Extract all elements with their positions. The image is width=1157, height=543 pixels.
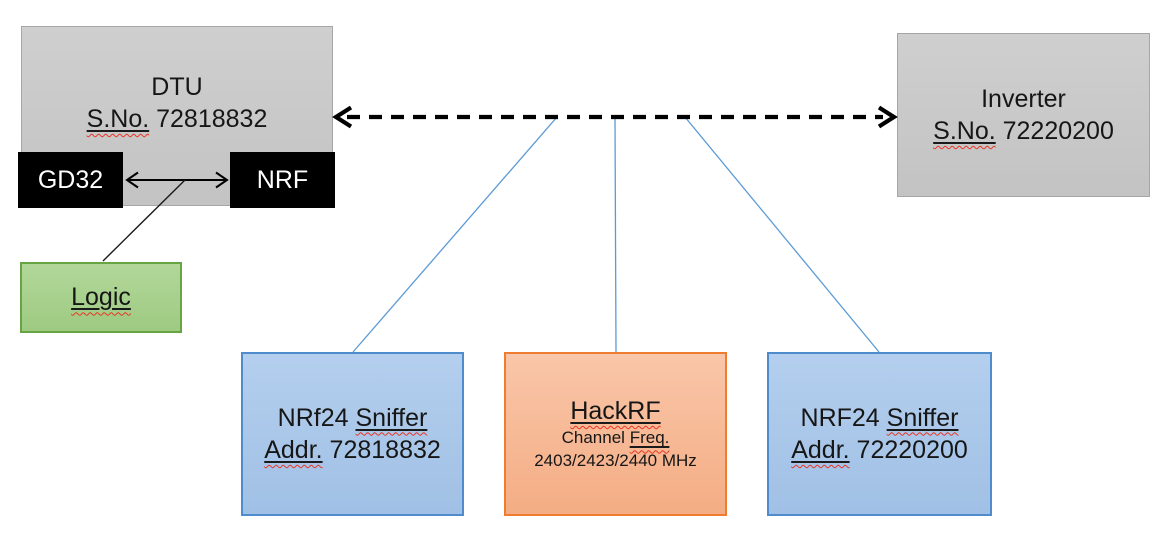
inverter-serial-label: S.No. xyxy=(933,117,996,145)
sniffer-left-box: NRf24 Sniffer Addr. 72818832 xyxy=(241,352,464,516)
hackrf-channel-line: Channel Freq. xyxy=(562,427,670,450)
sniffer-right-box: NRF24 Sniffer Addr. 72220200 xyxy=(767,352,992,516)
sniffer-left-addr-value: 72818832 xyxy=(329,436,441,464)
sniffer-left-name-prefix: NRf24 xyxy=(277,403,349,432)
nrf-chip: NRF xyxy=(230,152,335,208)
hackrf-freq-marked: Freq. xyxy=(629,428,670,448)
dashed-link-arrowhead-right xyxy=(877,105,898,129)
sniffer-right-addr-value: 72220200 xyxy=(856,436,968,464)
sniffer-left-addr-line: Addr. 72818832 xyxy=(264,434,441,467)
sniffer-right-name-prefix: NRF24 xyxy=(800,403,880,432)
tap-line-sniffer-right xyxy=(684,116,880,353)
inverter-title: Inverter xyxy=(981,84,1066,113)
tap-line-sniffer-left xyxy=(352,116,558,353)
sniffer-right-name-line: NRF24 Sniffer xyxy=(801,402,959,435)
sniffer-left-addr-label: Addr. xyxy=(264,436,323,464)
gd32-chip: GD32 xyxy=(18,152,123,208)
dtu-title: DTU xyxy=(151,72,203,101)
sniffer-right-addr-label: Addr. xyxy=(791,436,850,464)
hackrf-title: HackRF xyxy=(570,396,661,425)
gd32-label: GD32 xyxy=(37,165,104,194)
sniffer-left-name-marked: Sniffer xyxy=(355,403,428,432)
logic-label: Logic xyxy=(71,283,131,312)
hackrf-frequencies: 2403/2423/2440 MHz xyxy=(534,451,697,471)
tap-line-hackrf xyxy=(614,116,617,353)
sniffer-left-name-line: NRf24 Sniffer xyxy=(278,402,428,435)
hackrf-box: HackRF Channel Freq. 2403/2423/2440 MHz xyxy=(504,352,727,516)
sniffer-right-addr-line: Addr. 72220200 xyxy=(791,434,968,467)
inverter-box: Inverter S.No. 72220200 xyxy=(897,33,1150,197)
dtu-serial-value: 72818832 xyxy=(156,105,268,133)
hackrf-title-line: HackRF xyxy=(570,395,660,428)
dtu-serial-label: S.No. xyxy=(86,105,150,133)
logic-analyzer-box: Logic xyxy=(20,262,182,333)
dtu-serial-line: S.No. 72818832 xyxy=(87,103,268,136)
inverter-serial-line: S.No. 72220200 xyxy=(933,115,1114,148)
dashed-link-arrowhead-left xyxy=(332,105,353,129)
logic-label-line: Logic xyxy=(71,281,131,314)
sniffer-right-name-marked: Sniffer xyxy=(886,403,959,432)
nrf-label: NRF xyxy=(256,165,309,194)
inverter-serial-value: 72220200 xyxy=(1002,117,1114,145)
hackrf-freq-prefix: Channel xyxy=(561,428,625,448)
